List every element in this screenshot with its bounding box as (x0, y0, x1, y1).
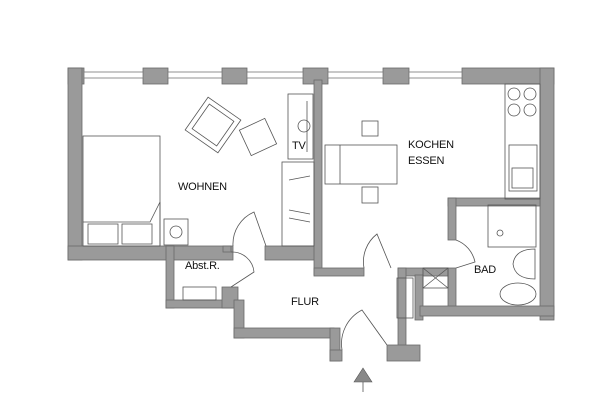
entrance-arrow-icon (353, 367, 373, 392)
doors (230, 211, 476, 351)
room-label-bad: BAD (474, 264, 497, 276)
room-label-kochen: KOCHEN (408, 139, 454, 151)
tv-label: TV (292, 140, 306, 152)
room-label-flur: FLUR (291, 296, 319, 308)
room-label-wohnen: WOHNEN (178, 181, 227, 193)
furniture (82, 83, 541, 319)
room-label-essen: ESSEN (408, 155, 445, 167)
walls (67, 67, 555, 362)
room-label-abst-r: Abst.R. (185, 260, 220, 272)
windows (83, 71, 463, 79)
